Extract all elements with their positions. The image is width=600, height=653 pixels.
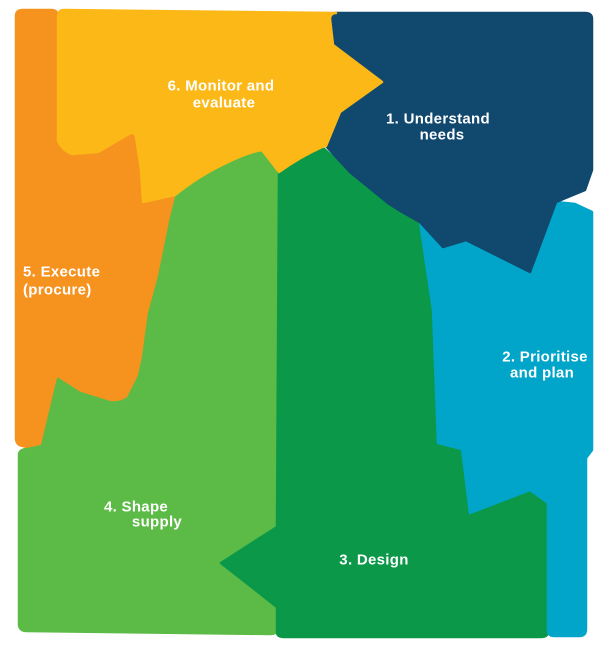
segment-2-prioritise-and-plan-shape <box>418 200 594 638</box>
label-shape-supply-line2: supply <box>131 513 183 531</box>
label-shape-supply-line1: 4. Shape <box>103 498 169 516</box>
label-monitor-and-evaluate-line1: 6. Monitor and <box>167 77 275 95</box>
segment-6-monitor-and-evaluate-shape <box>56 8 384 204</box>
label-prioritise-and-plan-line2: and plan <box>509 364 575 382</box>
label-understand-needs-line1: 1. Understand <box>386 110 490 128</box>
label-execute-procure-line1: 5. Execute <box>23 263 101 281</box>
label-execute-procure-line2: (procure) <box>23 281 92 299</box>
label-monitor-and-evaluate-line2: evaluate <box>192 94 256 112</box>
label-design-line1: 3. Design <box>339 551 409 569</box>
label-understand-needs-line2: needs <box>419 126 465 144</box>
label-prioritise-and-plan-line1: 2. Prioritise <box>502 348 588 366</box>
